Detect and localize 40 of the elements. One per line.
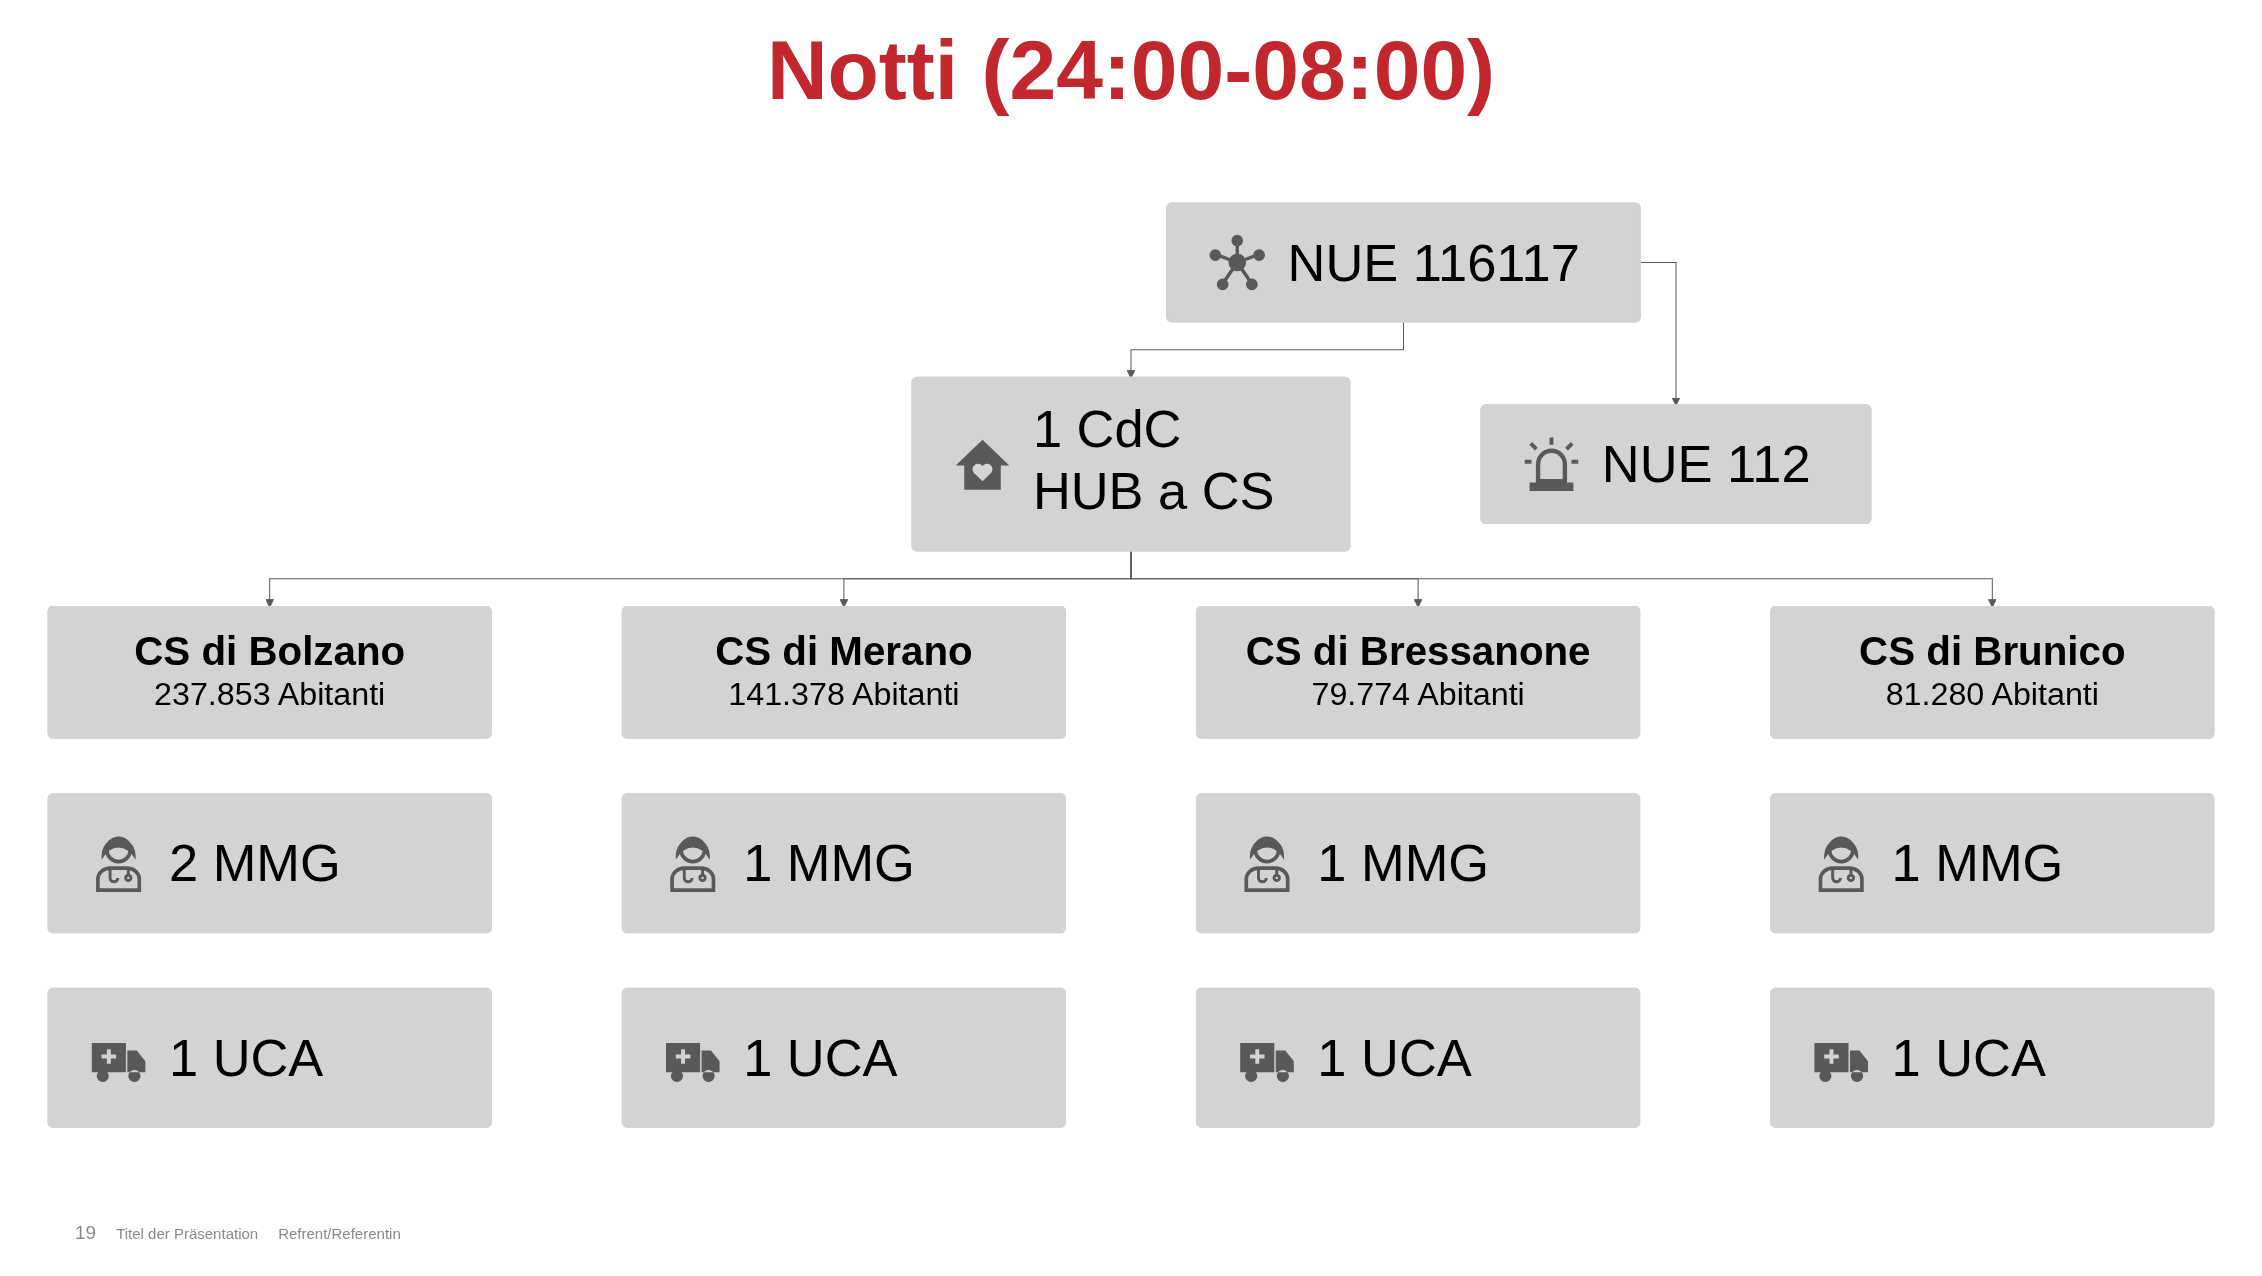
population-text: 141.378 Abitanti bbox=[728, 675, 960, 713]
unit-count: 1 UCA bbox=[168, 1027, 324, 1089]
district-card bbox=[1770, 605, 2215, 739]
service-label: 1 CdC HUB a CS bbox=[1032, 398, 1276, 523]
staff-count: 2 MMG bbox=[168, 832, 341, 895]
staff-count: 1 MMG bbox=[1317, 832, 1490, 895]
population-text: 79.774 Abitanti bbox=[1311, 675, 1525, 713]
population-text: 237.853 Abitanti bbox=[154, 675, 386, 713]
staff-count: 1 MMG bbox=[743, 832, 915, 895]
district-card bbox=[47, 605, 492, 739]
unit-card bbox=[47, 987, 492, 1128]
district-card bbox=[621, 605, 1067, 739]
district-card bbox=[1195, 605, 1641, 739]
service-label: NUE 116117 bbox=[1287, 232, 1580, 294]
footer-text: Refrent/Referentin bbox=[278, 1225, 401, 1243]
district-name: CS di Bressanone bbox=[1245, 628, 1591, 673]
district-name: CS di Bolzano bbox=[134, 628, 406, 673]
unit-count: 1 UCA bbox=[1891, 1027, 2046, 1089]
service-card bbox=[1480, 404, 1872, 524]
service-card bbox=[1166, 202, 1641, 323]
district-name: CS di Merano bbox=[715, 628, 973, 673]
staff-count: 1 MMG bbox=[1891, 832, 2064, 895]
staff-card bbox=[621, 793, 1067, 934]
staff-card bbox=[1195, 793, 1641, 934]
service-card bbox=[911, 376, 1351, 552]
unit-card bbox=[1195, 987, 1641, 1128]
staff-card bbox=[1770, 793, 2215, 934]
unit-count: 1 UCA bbox=[743, 1027, 898, 1089]
service-label: NUE 112 bbox=[1601, 433, 1811, 496]
unit-card bbox=[621, 987, 1067, 1128]
arrow bbox=[1130, 550, 1997, 608]
unit-card bbox=[1770, 987, 2215, 1128]
population-text: 81.280 Abitanti bbox=[1885, 675, 2099, 713]
district-name: CS di Brunico bbox=[1859, 628, 2126, 673]
page-number: 19 bbox=[75, 1222, 97, 1245]
unit-count: 1 UCA bbox=[1317, 1027, 1472, 1089]
footer-text: Titel der Präsentation bbox=[116, 1225, 259, 1243]
title: Notti (24:00-08:00) bbox=[766, 22, 1496, 119]
arrow bbox=[1126, 321, 1404, 379]
staff-card bbox=[47, 793, 492, 934]
